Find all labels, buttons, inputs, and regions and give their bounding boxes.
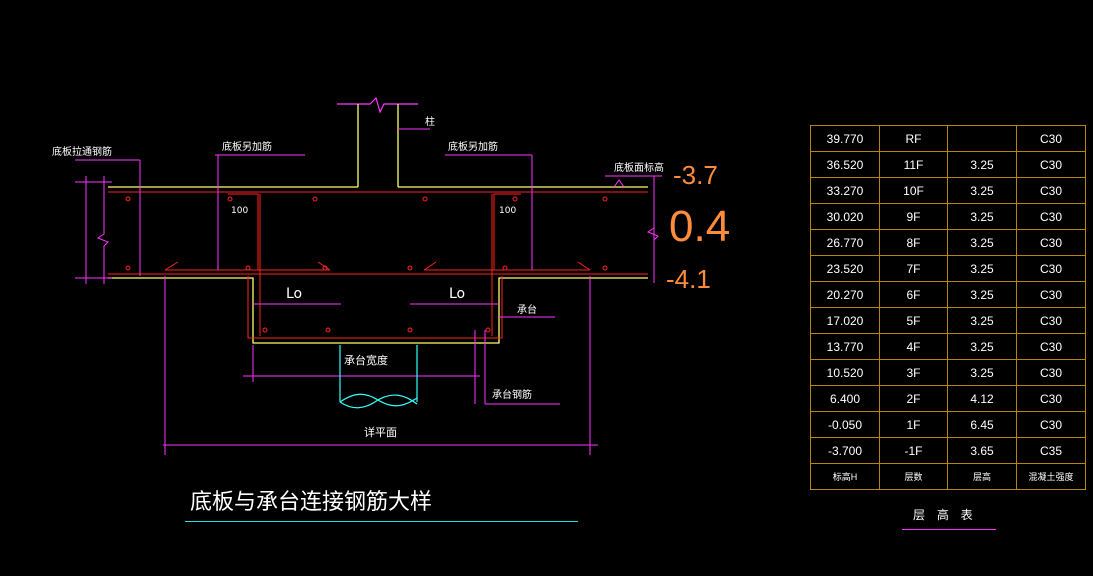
slab-add-rebar-left-label: 底板另加筋 <box>222 140 272 153</box>
table-cell: 3.25 <box>947 229 1017 256</box>
pile <box>339 345 418 409</box>
table-title-underline <box>902 529 996 530</box>
rebar-lines <box>108 191 648 339</box>
table-cell: 20.270 <box>810 281 880 308</box>
column-label: 柱 <box>425 115 435 128</box>
table-cell: C30 <box>1016 229 1086 256</box>
table-header-cell: 层高 <box>947 463 1017 490</box>
table-cell: 36.520 <box>810 151 880 178</box>
table-cell: 2F <box>879 385 948 412</box>
table-cell: -1F <box>879 437 948 464</box>
table-cell: 10F <box>879 177 948 204</box>
table-cell: 3.25 <box>947 255 1017 282</box>
table-cell: 3.25 <box>947 177 1017 204</box>
table-cell: -0.050 <box>810 411 880 438</box>
concrete-outline <box>108 104 648 344</box>
table-cell: 39.770 <box>810 125 880 152</box>
cap-width-label: 承台宽度 <box>344 353 388 367</box>
table-cell: C35 <box>1016 437 1086 464</box>
table-cell: 8F <box>879 229 948 256</box>
cap-label: 承台 <box>517 303 537 316</box>
slab-add-rebar-right-label: 底板另加筋 <box>448 140 498 153</box>
elevation-bottom: -4.1 <box>666 264 711 294</box>
table-cell: 30.020 <box>810 203 880 230</box>
table-cell: 13.770 <box>810 333 880 360</box>
table-cell: 3.25 <box>947 359 1017 386</box>
drawing-title: 底板与承台连接钢筋大样 <box>190 490 433 515</box>
table-cell: 17.020 <box>810 307 880 334</box>
table-cell: 3F <box>879 359 948 386</box>
cap-rebar-label: 承台钢筋 <box>492 388 532 401</box>
table-cell: C30 <box>1016 203 1086 230</box>
table-cell: C30 <box>1016 385 1086 412</box>
table-cell: C30 <box>1016 333 1086 360</box>
slab-tie-rebar-label: 底板拉通钢筋 <box>52 145 112 158</box>
table-cell: 4F <box>879 333 948 360</box>
table-cell: 6.45 <box>947 411 1017 438</box>
table-cell: 3.25 <box>947 281 1017 308</box>
table-cell: C30 <box>1016 359 1086 386</box>
dimension-lines <box>75 128 662 455</box>
table-cell: C30 <box>1016 255 1086 282</box>
table-cell: C30 <box>1016 411 1086 438</box>
table-cell: 5F <box>879 307 948 334</box>
table-cell: C30 <box>1016 281 1086 308</box>
table-cell: 3.25 <box>947 307 1017 334</box>
table-title: 层 高 表 <box>913 508 977 522</box>
lo-right-label: Lo <box>449 286 465 302</box>
table-cell: 4.12 <box>947 385 1017 412</box>
table-cell: -3.700 <box>810 437 880 464</box>
table-cell: 3.25 <box>947 333 1017 360</box>
table-cell: 11F <box>879 151 948 178</box>
elevation-mid: 0.4 <box>669 202 730 251</box>
table-cell: C30 <box>1016 125 1086 152</box>
table-header-cell: 标高H <box>810 463 880 490</box>
lo-left-label: Lo <box>286 286 302 302</box>
table-cell: C30 <box>1016 177 1086 204</box>
dim-100-right: 100 <box>499 206 516 216</box>
dim-100-left: 100 <box>231 206 248 216</box>
table-cell: 33.270 <box>810 177 880 204</box>
drawing-title-underline <box>185 521 578 522</box>
table-cell: C30 <box>1016 151 1086 178</box>
table-cell: 9F <box>879 203 948 230</box>
column-break-line <box>337 96 418 114</box>
table-cell: C30 <box>1016 307 1086 334</box>
table-cell: 1F <box>879 411 948 438</box>
table-cell: RF <box>879 125 948 152</box>
table-cell: 6.400 <box>810 385 880 412</box>
see-plan-label: 详平面 <box>364 425 397 439</box>
table-cell: 26.770 <box>810 229 880 256</box>
elevation-top: -3.7 <box>673 160 718 190</box>
table-cell: 23.520 <box>810 255 880 282</box>
table-cell: 3.25 <box>947 203 1017 230</box>
table-cell <box>947 125 1017 152</box>
slab-top-elev-label: 底板面标高 <box>614 161 664 174</box>
rebar-dots <box>125 196 608 333</box>
table-header-cell: 层数 <box>879 463 948 490</box>
table-cell: 6F <box>879 281 948 308</box>
table-cell: 10.520 <box>810 359 880 386</box>
table-header-cell: 混凝土强度 <box>1016 463 1086 490</box>
table-cell: 3.25 <box>947 151 1017 178</box>
table-cell: 7F <box>879 255 948 282</box>
table-cell: 3.65 <box>947 437 1017 464</box>
